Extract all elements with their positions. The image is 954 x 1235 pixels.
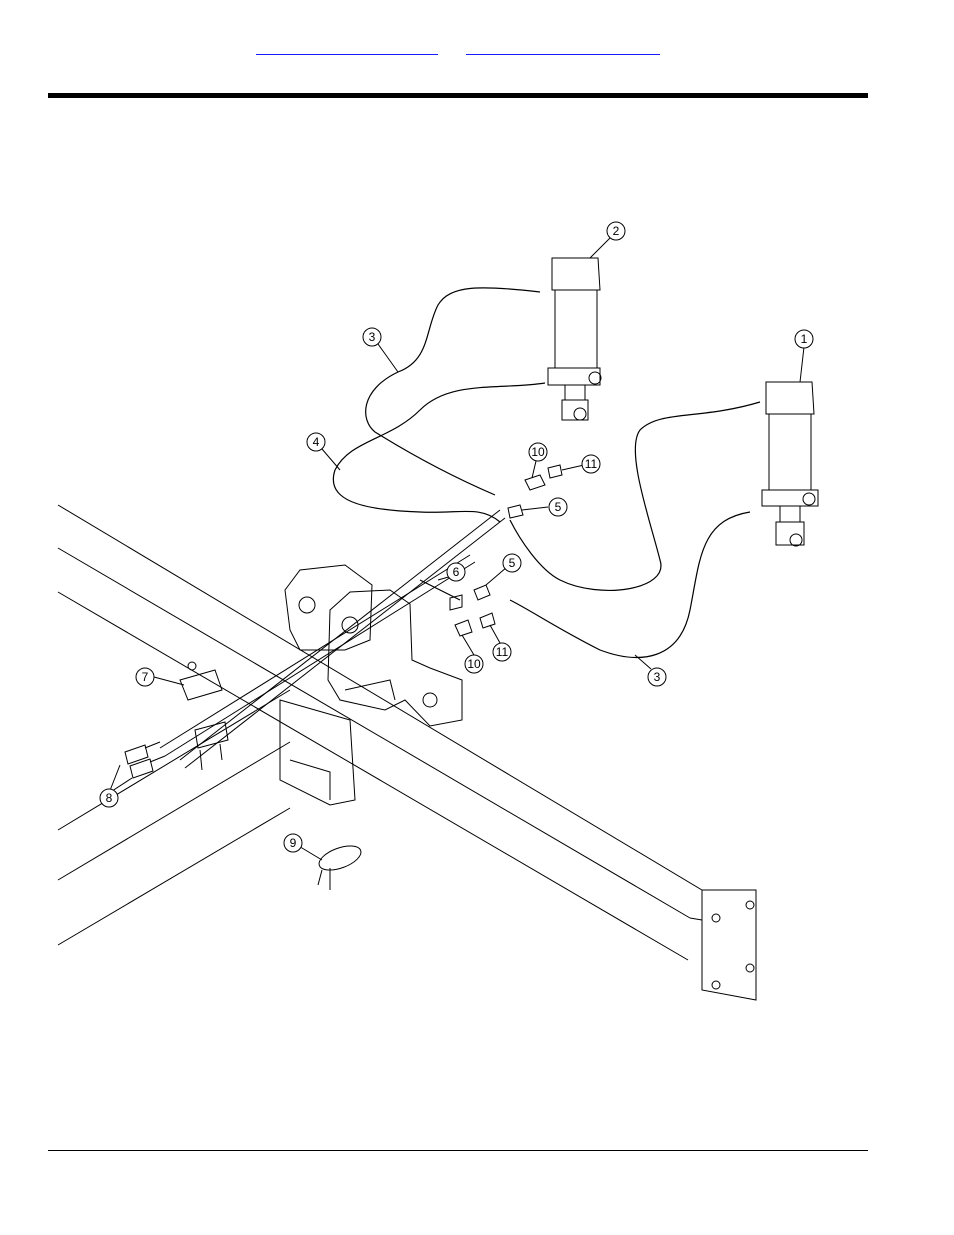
svg-text:7: 7	[142, 670, 149, 684]
callout-6: 6	[447, 563, 465, 581]
svg-text:3: 3	[654, 670, 661, 684]
parts-diagram: 1 2 3 3 4 5 5 6 7 8 9 10 10 11 11	[48, 210, 868, 1010]
fittings	[450, 465, 562, 636]
svg-text:11: 11	[496, 645, 509, 659]
callout-2: 2	[607, 222, 625, 240]
callout-8: 8	[100, 789, 118, 807]
svg-text:4: 4	[313, 435, 320, 449]
svg-text:6: 6	[453, 565, 460, 579]
header-link-2[interactable]	[466, 38, 660, 55]
callout-10b: 10	[465, 655, 483, 673]
callout-10: 10	[529, 443, 547, 461]
svg-text:5: 5	[555, 500, 562, 514]
header-rule	[48, 93, 868, 98]
callout-5: 5	[549, 498, 567, 516]
leader-lines	[109, 238, 804, 860]
footer-rule	[48, 1150, 868, 1151]
svg-text:1: 1	[801, 332, 808, 346]
callout-9: 9	[284, 834, 302, 852]
callouts: 1 2 3 3 4 5 5 6 7 8 9 10 10 11 11	[100, 222, 813, 852]
svg-text:3: 3	[369, 330, 376, 344]
svg-text:9: 9	[290, 836, 297, 850]
svg-text:8: 8	[106, 791, 113, 805]
svg-text:10: 10	[467, 657, 481, 671]
cable-tie	[316, 841, 364, 890]
callout-7: 7	[136, 668, 154, 686]
cylinder-1	[762, 382, 818, 546]
svg-text:11: 11	[585, 457, 598, 471]
callout-3: 3	[363, 328, 381, 346]
callout-5b: 5	[503, 554, 521, 572]
callout-11b: 11	[493, 643, 511, 661]
main-beam	[58, 505, 756, 1000]
quick-couplers	[125, 742, 165, 778]
header-link-1[interactable]	[256, 38, 438, 55]
svg-text:2: 2	[613, 224, 620, 238]
callout-3b: 3	[648, 668, 666, 686]
svg-text:5: 5	[509, 556, 516, 570]
cylinder-2	[548, 258, 601, 420]
callout-1: 1	[795, 330, 813, 348]
callout-11: 11	[582, 455, 600, 473]
callout-4: 4	[307, 433, 325, 451]
hose-bundle	[160, 510, 505, 768]
svg-text:10: 10	[531, 445, 545, 459]
